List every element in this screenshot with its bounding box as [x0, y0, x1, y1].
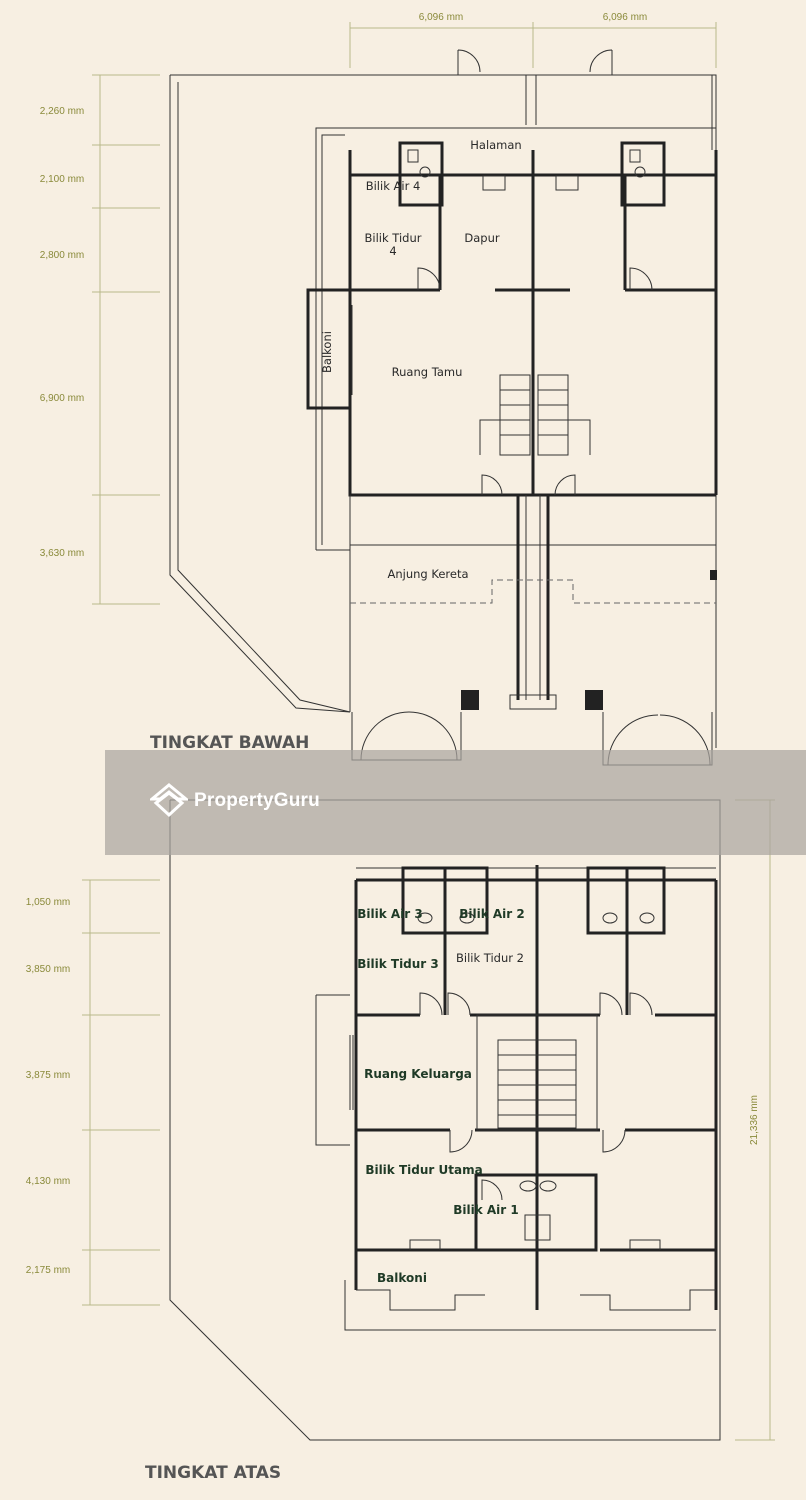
upper-room-bilik-tidur-utama: Bilik Tidur Utama	[365, 1163, 482, 1177]
upper-dim-3: 3,875 mm	[26, 1070, 70, 1081]
ground-dim-4: 6,900 mm	[40, 393, 84, 404]
ground-depth-dimensions: 2,260 mm 2,100 mm 2,800 mm 6,900 mm 3,63…	[40, 74, 160, 605]
ground-dim-5: 3,630 mm	[40, 548, 84, 559]
upper-room-bilik-air-1: Bilik Air 1	[453, 1203, 519, 1217]
upper-stairs	[476, 1014, 598, 1131]
ground-room-bilik-tidur-4-number: 4	[389, 244, 396, 258]
upper-room-bilik-air-2: Bilik Air 2	[459, 907, 525, 921]
ground-stairs	[479, 374, 591, 456]
propertyguru-logo-icon	[150, 783, 188, 818]
watermark-logo: PropertyGuru	[150, 783, 320, 819]
ground-room-ruang-tamu: Ruang Tamu	[392, 365, 463, 379]
upper-dim-5: 2,175 mm	[26, 1265, 70, 1276]
ground-room-halaman: Halaman	[470, 138, 521, 152]
ground-dim-1: 2,260 mm	[40, 106, 84, 117]
ground-floor-plan: Balkoni	[169, 49, 718, 766]
upper-depth-dimensions: 1,050 mm 3,850 mm 3,875 mm 4,130 mm 2,17…	[26, 879, 160, 1306]
upper-room-bilik-tidur-3: Bilik Tidur 3	[357, 957, 439, 971]
watermark-text: PropertyGuru	[194, 790, 320, 811]
watermark-band	[105, 750, 806, 855]
ground-floor-title: TINGKAT BAWAH	[150, 733, 309, 753]
ground-room-dapur: Dapur	[464, 231, 499, 245]
upper-floor-plan: Bilik Air 3 Bilik Air 2 Bilik Tidur 3 Bi…	[169, 799, 721, 1441]
upper-dim-4: 4,130 mm	[26, 1176, 70, 1187]
upper-room-ruang-keluarga: Ruang Keluarga	[364, 1067, 472, 1081]
upper-room-balkoni: Balkoni	[377, 1271, 427, 1285]
total-depth-dimension: 21,336 mm	[735, 799, 775, 1441]
width-dim-left: 6,096 mm	[419, 12, 463, 23]
total-depth: 21,336 mm	[749, 1095, 760, 1145]
ground-room-balkoni: Balkoni	[320, 331, 334, 373]
ground-room-anjung-kereta: Anjung Kereta	[387, 567, 468, 581]
width-dim-right: 6,096 mm	[603, 12, 647, 23]
upper-dim-2: 3,850 mm	[26, 964, 70, 975]
ground-room-bilik-tidur-4: Bilik Tidur	[365, 231, 422, 245]
upper-room-bilik-air-3: Bilik Air 3	[357, 907, 423, 921]
ground-dim-3: 2,800 mm	[40, 250, 84, 261]
ground-dim-2: 2,100 mm	[40, 174, 84, 185]
width-dimensions: 6,096 mm 6,096 mm	[349, 12, 717, 68]
ground-room-bilik-air-4: Bilik Air 4	[366, 179, 421, 193]
upper-dim-1: 1,050 mm	[26, 897, 70, 908]
upper-room-bilik-tidur-2: Bilik Tidur 2	[456, 951, 524, 965]
upper-floor-title: TINGKAT ATAS	[145, 1463, 281, 1483]
